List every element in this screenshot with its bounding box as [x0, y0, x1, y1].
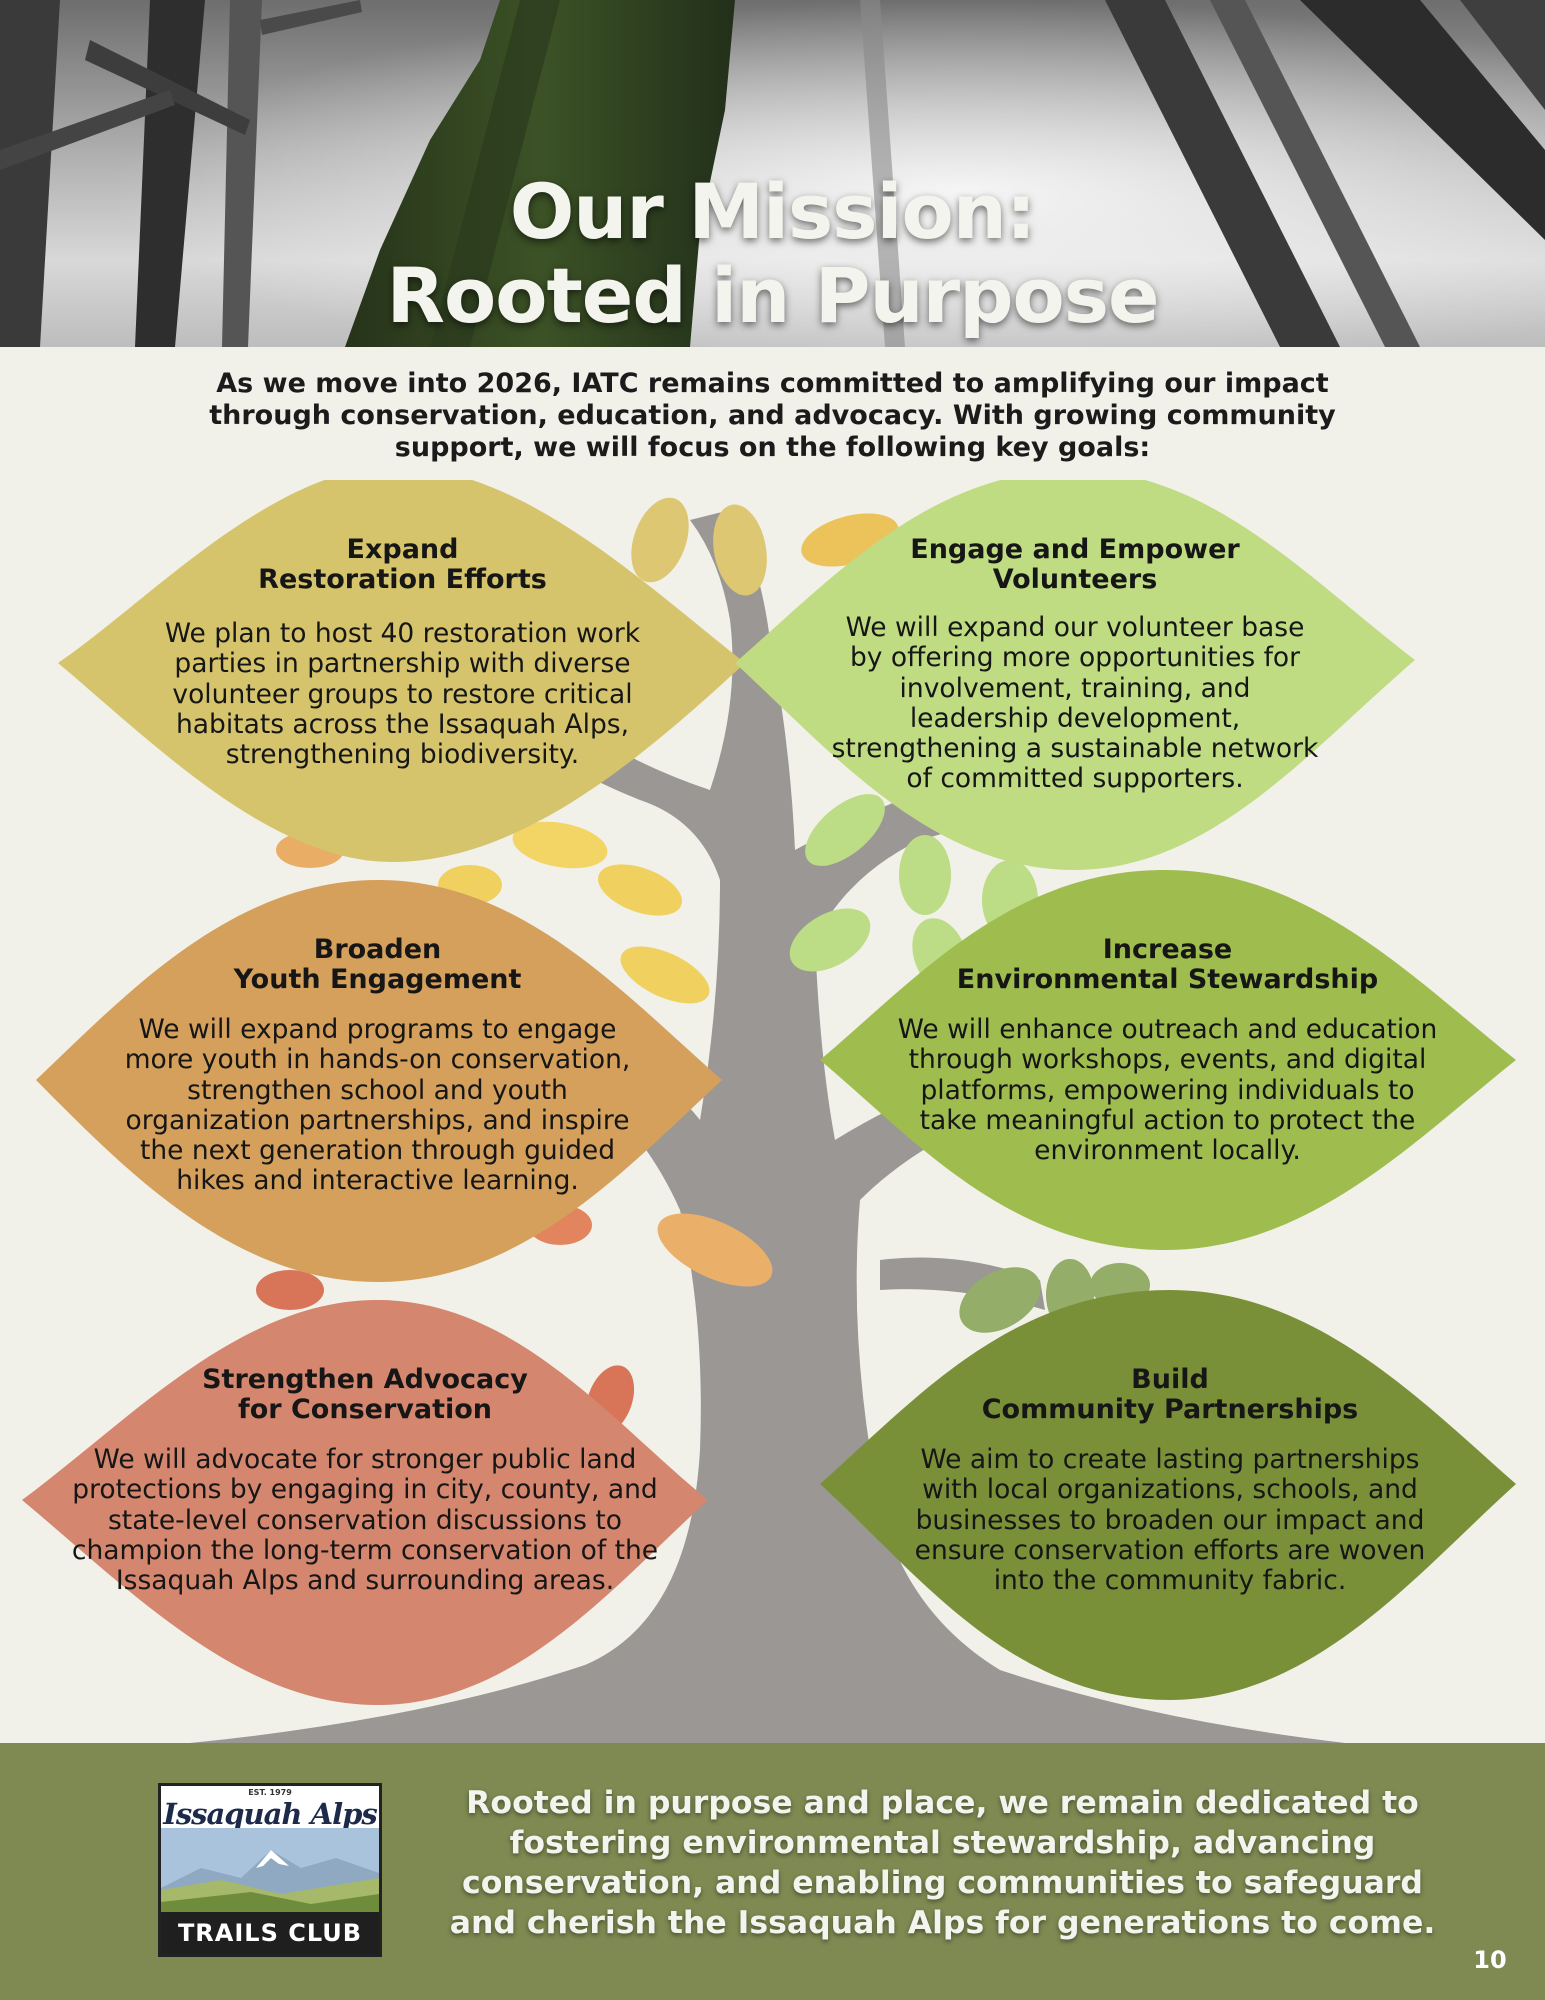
- intro-paragraph: As we move into 2026, IATC remains commi…: [209, 368, 1336, 463]
- goal-title-line: Community Partnerships: [981, 1394, 1359, 1425]
- goal-title: Build Community Partnerships: [910, 1365, 1430, 1425]
- leaf-shape-partnerships: [820, 1290, 1516, 1700]
- goal-title-line: Volunteers: [992, 564, 1158, 595]
- goal-restoration: Expand Restoration Efforts We plan to ho…: [150, 535, 655, 770]
- goal-title-line: Environmental Stewardship: [956, 964, 1379, 995]
- page-number: 10: [1473, 1946, 1507, 1974]
- goal-title-line: Increase: [1102, 934, 1233, 965]
- goal-volunteers: Engage and Empower Volunteers We will ex…: [830, 535, 1320, 795]
- goal-title-line: for Conservation: [237, 1394, 493, 1425]
- logo-club-text: TRAILS CLUB: [161, 1912, 379, 1954]
- goal-title-line: Engage and Empower: [910, 534, 1240, 565]
- tree-illustration: [22, 480, 1516, 1743]
- goal-body: We will expand our volunteer base by off…: [831, 612, 1319, 795]
- goal-body: We will expand programs to engage more y…: [124, 1014, 631, 1197]
- goal-title: Increase Environmental Stewardship: [895, 935, 1440, 995]
- forest-photo: [0, 0, 1545, 347]
- goal-title-line: Restoration Efforts: [258, 564, 547, 595]
- goal-body: We will enhance outreach and education t…: [897, 1014, 1438, 1167]
- goal-youth: Broaden Youth Engagement We will expand …: [120, 935, 635, 1197]
- leaf-shape-volunteers: [735, 480, 1415, 870]
- logo-name-text: Issaquah Alps: [163, 1797, 377, 1831]
- goal-title: Expand Restoration Efforts: [150, 535, 655, 595]
- goal-title: Engage and Empower Volunteers: [830, 535, 1320, 595]
- leaf-shape-youth: [36, 880, 722, 1282]
- leaf-shape-stewardship: [820, 870, 1516, 1250]
- header-banner: Our Mission: Rooted in Purpose: [0, 0, 1545, 347]
- page-title: Our Mission: Rooted in Purpose: [0, 170, 1545, 338]
- closing-statement: Rooted in purpose and place, we remain d…: [449, 1785, 1436, 1941]
- leaf-shape-advocacy: [22, 1300, 708, 1705]
- decorative-leaves: [256, 497, 1150, 1435]
- goal-title-line: Youth Engagement: [233, 964, 522, 995]
- goal-title-line: Expand: [346, 534, 459, 565]
- goal-title: Strengthen Advocacy for Conservation: [60, 1365, 670, 1425]
- goal-body: We will advocate for stronger public lan…: [71, 1444, 659, 1597]
- logo-est-text: EST. 1979: [248, 1788, 292, 1797]
- goal-title-line: Strengthen Advocacy: [202, 1364, 528, 1395]
- goal-advocacy: Strengthen Advocacy for Conservation We …: [60, 1365, 670, 1596]
- trails-club-logo: EST. 1979 Issaquah Alps TRAILS CLUB: [158, 1783, 382, 1957]
- goal-title: Broaden Youth Engagement: [120, 935, 635, 995]
- goal-body: We aim to create lasting partnerships wi…: [914, 1444, 1426, 1597]
- goal-title-line: Build: [1131, 1364, 1209, 1395]
- goal-partnerships: Build Community Partnerships We aim to c…: [910, 1365, 1430, 1596]
- title-line-1: Our Mission:: [509, 167, 1037, 256]
- title-line-2: Rooted in Purpose: [386, 251, 1160, 340]
- mountain-icon: [161, 1828, 379, 1912]
- leaf-shape-restoration: [58, 480, 745, 862]
- goal-stewardship: Increase Environmental Stewardship We wi…: [895, 935, 1440, 1166]
- goal-body: We plan to host 40 restoration work part…: [164, 618, 641, 771]
- goal-title-line: Broaden: [313, 934, 442, 965]
